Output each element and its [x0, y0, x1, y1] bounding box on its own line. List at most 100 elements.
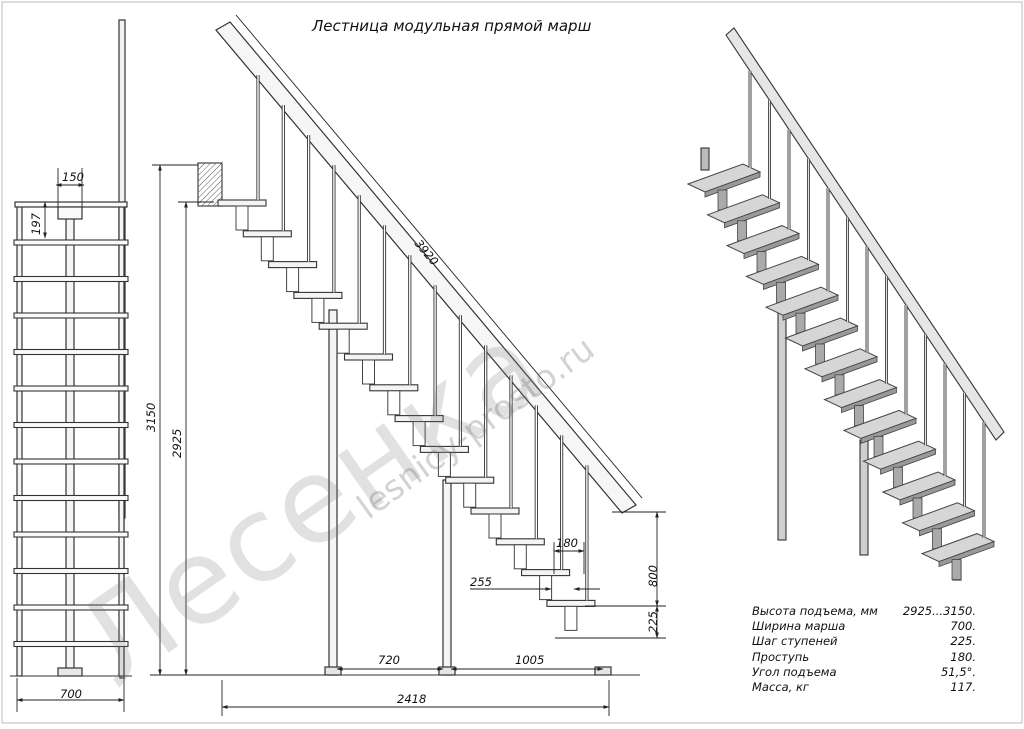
side-tread	[343, 353, 394, 361]
spec-value: 117.	[950, 679, 976, 694]
spec-value: 225.	[950, 634, 976, 649]
side-view	[197, 21, 640, 676]
side-tread	[369, 384, 419, 392]
front-tread	[13, 531, 129, 538]
side-tread	[495, 538, 545, 546]
side-tread	[318, 322, 368, 330]
side-tread	[546, 599, 596, 607]
iso-wall-bracket	[700, 147, 710, 171]
front-bottom-plate	[57, 667, 83, 677]
drawing-title: Лестница модульная прямой марш	[312, 17, 592, 35]
side-column-base-2	[438, 666, 456, 676]
spec-row: Ширина марша 700.	[752, 619, 982, 634]
side-tread	[419, 445, 469, 453]
spec-value: 2925...3150.	[902, 604, 976, 618]
dim-tread-depth: 180	[556, 536, 578, 550]
iso-module	[756, 251, 767, 273]
front-tread	[13, 385, 129, 392]
side-tread	[394, 415, 444, 423]
side-tread	[293, 291, 343, 299]
side-module-bracket	[463, 482, 477, 508]
side-module-bracket	[564, 605, 578, 631]
front-tread	[13, 640, 129, 648]
isometric-steps	[686, 71, 996, 580]
side-module-bracket	[488, 513, 502, 539]
iso-module	[717, 189, 728, 211]
dim-height-min: 2925	[170, 428, 184, 458]
side-module-bracket	[362, 359, 375, 385]
iso-module	[737, 220, 747, 242]
front-tread	[13, 312, 129, 319]
iso-module	[795, 312, 806, 334]
iso-module	[912, 497, 923, 519]
side-module-bracket	[235, 205, 249, 231]
side-module-bracket	[260, 236, 274, 262]
side-module-bracket	[513, 544, 527, 570]
front-top-bracket	[57, 206, 83, 220]
side-wall-block	[197, 162, 223, 207]
spec-value: 180.	[950, 649, 976, 664]
iso-column-right	[859, 439, 869, 556]
side-module-bracket	[311, 297, 325, 323]
spec-value: 700.	[950, 619, 976, 634]
spec-label: Высота подъема, мм	[752, 604, 878, 618]
spec-row: Проступь 180.	[752, 650, 982, 665]
side-tread	[521, 569, 571, 577]
front-tread	[13, 458, 129, 465]
front-view	[10, 19, 132, 679]
spec-row: Шаг ступеней 225.	[752, 634, 982, 649]
isometric-view	[700, 27, 1005, 581]
iso-module	[854, 405, 864, 427]
dim-rail-height: 800	[646, 565, 660, 587]
spec-row: Масса, кг 117.	[752, 680, 982, 695]
side-module-bracket	[286, 267, 300, 293]
front-tread	[13, 275, 129, 283]
side-module-bracket	[412, 421, 426, 447]
dim-span-left: 720	[378, 653, 400, 667]
spec-label: Ширина марша	[752, 619, 846, 634]
front-tread	[13, 494, 129, 502]
side-tread	[268, 261, 318, 269]
iso-module	[815, 343, 825, 365]
spec-label: Масса, кг	[752, 679, 809, 694]
iso-module	[932, 528, 942, 550]
side-steps	[217, 75, 596, 631]
side-module-bracket	[336, 328, 350, 354]
dim-front-step-height: 197	[29, 213, 43, 235]
side-tread	[217, 199, 267, 207]
dim-front-top-width: 150	[62, 170, 84, 184]
front-dimensions	[16, 168, 125, 712]
dim-step-pitch: 255	[470, 575, 492, 589]
side-column-left	[328, 309, 338, 676]
front-tread	[13, 567, 129, 575]
iso-module	[951, 559, 962, 580]
spec-label: Шаг ступеней	[752, 634, 838, 649]
spec-label: Угол подъема	[752, 664, 837, 679]
spec-label: Проступь	[752, 649, 810, 664]
front-tread	[13, 604, 129, 611]
dim-front-width: 700	[60, 687, 82, 701]
spec-value: 51,5°.	[940, 664, 976, 679]
side-tread	[470, 507, 520, 515]
spec-row: Угол подъема 51,5°.	[752, 665, 982, 680]
iso-module	[873, 435, 884, 457]
dim-span-right: 1005	[515, 653, 545, 667]
specs-table: Высота подъема, мм 2925...3150. Ширина ма…	[752, 604, 982, 695]
iso-module	[893, 466, 903, 488]
front-tread	[13, 421, 129, 429]
dim-step-rise: 225	[646, 611, 660, 633]
front-tread	[13, 348, 129, 356]
side-module-bracket	[387, 390, 401, 416]
side-column-right	[442, 479, 452, 676]
iso-column-left	[777, 304, 787, 541]
side-column-base-3	[594, 666, 612, 676]
dim-height-max: 3150	[144, 402, 158, 432]
dim-total-length: 2418	[397, 692, 427, 706]
front-top-tread	[14, 201, 128, 208]
side-tread	[445, 476, 495, 484]
side-tread	[242, 230, 292, 238]
front-tread	[13, 239, 129, 246]
